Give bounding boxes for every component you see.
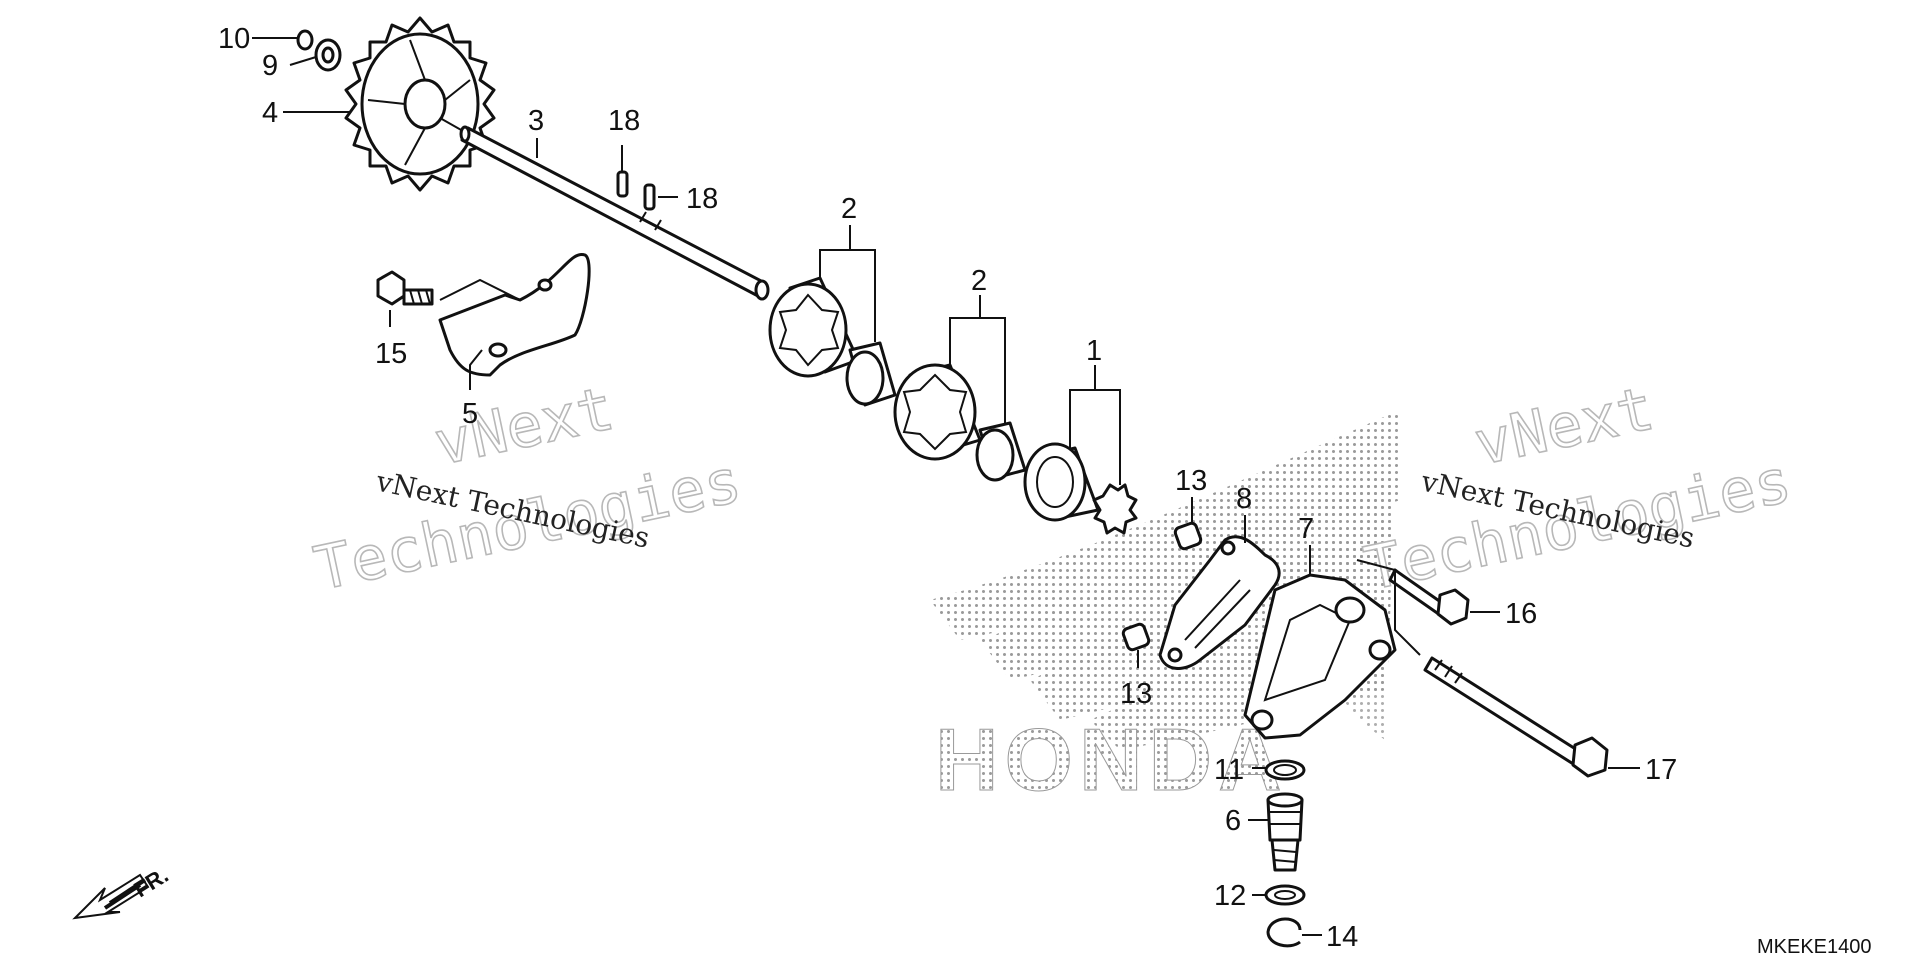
callout-4: 4 <box>262 97 278 129</box>
callout-7: 7 <box>1298 513 1314 545</box>
watermark-line1: vNext <box>1469 374 1660 480</box>
part-inner-gear-small <box>1092 483 1138 535</box>
part-rotor-3 <box>1023 442 1100 522</box>
callout-15: 15 <box>375 338 407 370</box>
part-snap-ring-lower <box>1266 917 1302 948</box>
callout-14: 14 <box>1326 921 1358 953</box>
part-pump-cover <box>1243 573 1397 740</box>
part-inner-rotor-2 <box>975 421 1027 482</box>
callout-labels: 10 9 4 3 18 18 15 5 2 2 1 13 8 7 13 16 1… <box>218 23 1677 953</box>
callout-17: 17 <box>1645 754 1677 786</box>
part-washer-lower <box>1264 884 1306 906</box>
part-bolt-small <box>376 270 434 306</box>
diagram-code: MKEKE1400 <box>1757 936 1872 958</box>
callout-3: 3 <box>528 105 544 137</box>
callout-16: 16 <box>1505 598 1537 630</box>
watermark-right: vNext Technologies vNext Technologies <box>1358 373 1798 606</box>
callout-13-upper: 13 <box>1175 465 1207 497</box>
part-outer-rotor-1 <box>768 276 860 378</box>
part-relief-valve <box>1266 792 1304 872</box>
callout-2-right: 2 <box>971 265 987 297</box>
watermark-line1: vNext <box>429 374 620 480</box>
part-bolt-long <box>1423 656 1609 778</box>
front-label: FR. <box>129 862 172 902</box>
part-plate <box>438 253 591 377</box>
part-dowel-upper <box>1173 521 1203 551</box>
watermark-left: vNext Technologies vNext Technologies <box>308 373 748 606</box>
part-bolt-medium <box>1388 568 1470 626</box>
part-o-ring-upper <box>1264 759 1306 781</box>
part-washer <box>314 38 342 72</box>
callout-18-top: 18 <box>608 105 640 137</box>
callout-2-left: 2 <box>841 193 857 225</box>
part-gasket <box>1158 535 1281 670</box>
part-inner-rotor-1 <box>845 341 897 407</box>
part-pin-lower <box>643 183 656 211</box>
honda-logo-text: HONDA <box>935 710 1288 809</box>
part-outer-rotor-2 <box>893 363 982 461</box>
callout-9: 9 <box>262 50 278 82</box>
callout-1: 1 <box>1086 335 1102 367</box>
callout-11: 11 <box>1214 754 1244 786</box>
callout-18-side: 18 <box>686 183 718 215</box>
part-dowel-lower <box>1121 622 1151 652</box>
callout-6: 6 <box>1225 805 1241 837</box>
front-direction-arrow: FR. <box>72 862 173 920</box>
callout-13-lower: 13 <box>1120 678 1152 710</box>
leader-lines <box>252 37 1640 936</box>
part-shaft <box>459 125 770 301</box>
callout-12: 12 <box>1214 880 1246 912</box>
callout-10: 10 <box>218 23 250 55</box>
part-gear <box>344 16 496 192</box>
part-snap-ring <box>296 29 314 51</box>
part-pin-upper <box>616 170 629 198</box>
callout-8: 8 <box>1236 483 1252 515</box>
callout-5: 5 <box>462 398 478 430</box>
